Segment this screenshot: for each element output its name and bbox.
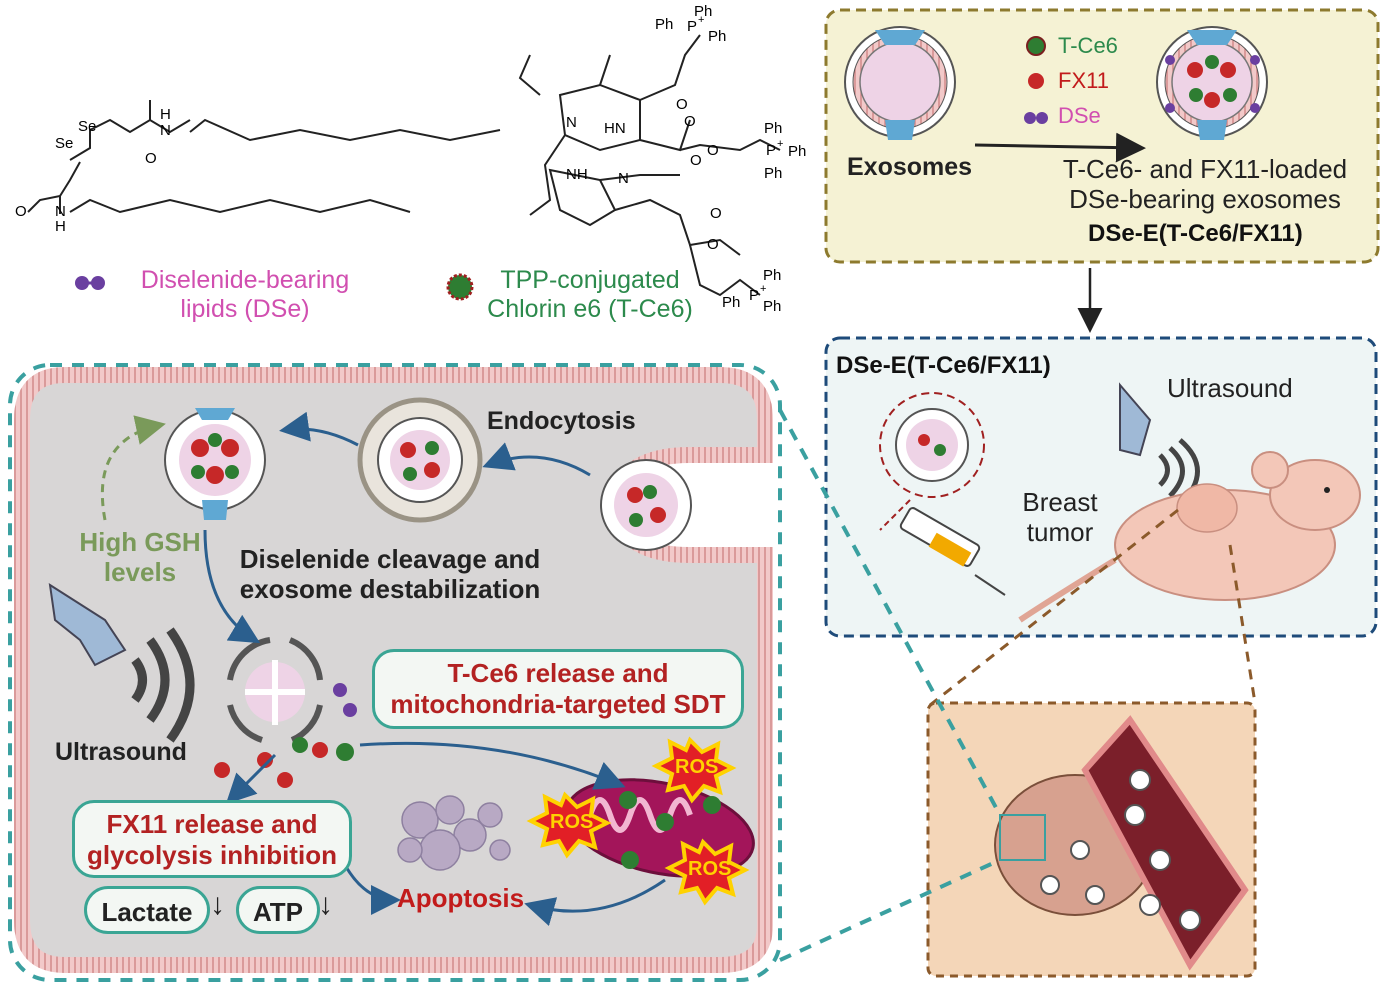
empty-exosome-icon bbox=[844, 26, 956, 140]
chem-plus-a: + bbox=[698, 14, 705, 26]
cell-ultrasound-label: Ultrasound bbox=[55, 738, 187, 766]
arrow-mito-to-apoptosis bbox=[524, 878, 666, 927]
chem-se2: Se bbox=[55, 135, 74, 152]
arrow-invagination-to-endosome bbox=[482, 442, 591, 477]
dse-legend-icon bbox=[75, 276, 105, 290]
tumor-tissue-icon bbox=[994, 715, 1249, 971]
chem-ph-e: Ph bbox=[788, 143, 807, 160]
chem-ph-f: Ph bbox=[764, 165, 783, 182]
endosome-icon bbox=[357, 397, 483, 523]
arrow-to-fx11 bbox=[225, 753, 277, 805]
chem-o-c: O bbox=[690, 152, 702, 169]
loading-arrow bbox=[974, 132, 1146, 163]
panel-legend-dse: DSe bbox=[1058, 103, 1101, 128]
chem-plus-c: + bbox=[760, 283, 767, 295]
tce6-legend-icon bbox=[446, 273, 474, 301]
tce6-legend-label: TPP-conjugated Chlorin e6 (T-Ce6) bbox=[487, 266, 693, 323]
ros-burst-left bbox=[526, 791, 612, 859]
panel-legend-fx11: FX11 bbox=[1058, 68, 1109, 93]
cytosol-exosome-icon bbox=[164, 408, 266, 520]
chem-n2: N bbox=[55, 203, 66, 220]
mouse-panel-title: DSe-E(T-Ce6/FX11) bbox=[836, 352, 1051, 379]
ultrasound-probe-icon bbox=[48, 582, 195, 743]
chem-se1: Se bbox=[78, 118, 97, 135]
tce6-structure bbox=[518, 34, 781, 297]
ros-label-left: ROS bbox=[550, 811, 594, 833]
endocytosis-label: Endocytosis bbox=[487, 407, 636, 435]
teal-connector-top bbox=[778, 409, 1002, 816]
panel-legend-markers bbox=[1024, 36, 1048, 124]
injected-exosome-icon bbox=[879, 392, 985, 531]
breast-tumor-label: Breast tumor bbox=[1022, 487, 1098, 547]
panel-legend-tce6: T-Ce6 bbox=[1058, 33, 1118, 58]
ros-label-right: ROS bbox=[688, 858, 732, 880]
chem-o-b: O bbox=[684, 113, 696, 130]
syringe-icon bbox=[899, 507, 1006, 596]
ros-label-top: ROS bbox=[675, 756, 719, 778]
chem-o1: O bbox=[145, 150, 157, 167]
high-gsh-label: High GSH levels bbox=[79, 527, 201, 587]
mouse-panel-ultrasound: Ultrasound bbox=[1167, 373, 1293, 403]
chem-plus-b: + bbox=[777, 138, 784, 150]
brown-connector-right bbox=[1228, 544, 1257, 704]
chem-o2: O bbox=[15, 203, 27, 220]
chem-o-d: O bbox=[707, 142, 719, 159]
chem-h2: H bbox=[55, 218, 66, 235]
chem-h1: H bbox=[160, 106, 171, 123]
chem-ph-h: Ph bbox=[722, 294, 741, 311]
chem-ph-b: Ph bbox=[655, 16, 674, 33]
chem-n-a: N bbox=[566, 114, 577, 131]
chem-p-a: P bbox=[687, 18, 698, 35]
chem-nh-a: NH bbox=[566, 166, 588, 183]
chem-o-a: O bbox=[676, 96, 688, 113]
mouse-icon bbox=[1018, 451, 1361, 623]
chem-p-b: P bbox=[766, 142, 777, 159]
chem-ph-i: Ph bbox=[763, 298, 782, 315]
ros-burst-top bbox=[651, 736, 737, 804]
ros-burst-right bbox=[664, 838, 750, 906]
loaded-exosomes-name: DSe-E(T-Ce6/FX11) bbox=[1088, 220, 1303, 247]
diselenide-cleavage-label: Diselenide cleavage and exosome destabil… bbox=[239, 544, 541, 604]
disrupted-exosome-icon bbox=[214, 637, 357, 788]
apoptotic-debris-icon bbox=[397, 795, 511, 871]
chem-n1: N bbox=[160, 122, 171, 139]
chem-hn: HN bbox=[604, 120, 626, 137]
apoptosis-label: Apoptosis bbox=[397, 883, 525, 913]
arrow-fx11-to-apoptosis bbox=[343, 864, 401, 915]
chem-ph-g: Ph bbox=[763, 267, 782, 284]
lactate-box: Lactate bbox=[84, 886, 210, 934]
chem-ph-a: Ph bbox=[694, 3, 713, 20]
cell-outline-dashed bbox=[8, 363, 782, 982]
loaded-exosomes-label: T-Ce6- and FX11-loaded DSe-bearing exoso… bbox=[1062, 154, 1348, 214]
dse-legend-label: Diselenide-bearing lipids (DSe) bbox=[140, 266, 350, 323]
arrow-to-mitochondria bbox=[359, 741, 626, 790]
loaded-exosome-icon bbox=[1156, 26, 1268, 140]
tce6-release-box: T-Ce6 release and mitochondria-targeted … bbox=[372, 649, 744, 729]
chem-o-e: O bbox=[710, 205, 722, 222]
chem-ph-c: Ph bbox=[708, 28, 727, 45]
chem-n-b: N bbox=[618, 170, 629, 187]
arrow-to-disruption bbox=[203, 529, 261, 644]
lactate-down-arrow: ↓ bbox=[210, 888, 225, 921]
invagination-exosome-icon bbox=[600, 459, 692, 551]
dse-structure bbox=[27, 100, 501, 214]
atp-box: ATP bbox=[236, 886, 320, 934]
arrow-gsh-loop bbox=[100, 415, 166, 521]
chem-ph-d: Ph bbox=[764, 120, 783, 137]
atp-down-arrow: ↓ bbox=[318, 888, 333, 921]
exosomes-label: Exosomes bbox=[847, 153, 973, 181]
arrow-endosome-to-exosome bbox=[279, 411, 359, 447]
teal-connector-bottom bbox=[779, 858, 1001, 962]
chem-o-f: O bbox=[707, 236, 719, 253]
fx11-release-box: FX11 release and glycolysis inhibition bbox=[72, 800, 352, 878]
chem-p-c: P bbox=[749, 287, 760, 304]
